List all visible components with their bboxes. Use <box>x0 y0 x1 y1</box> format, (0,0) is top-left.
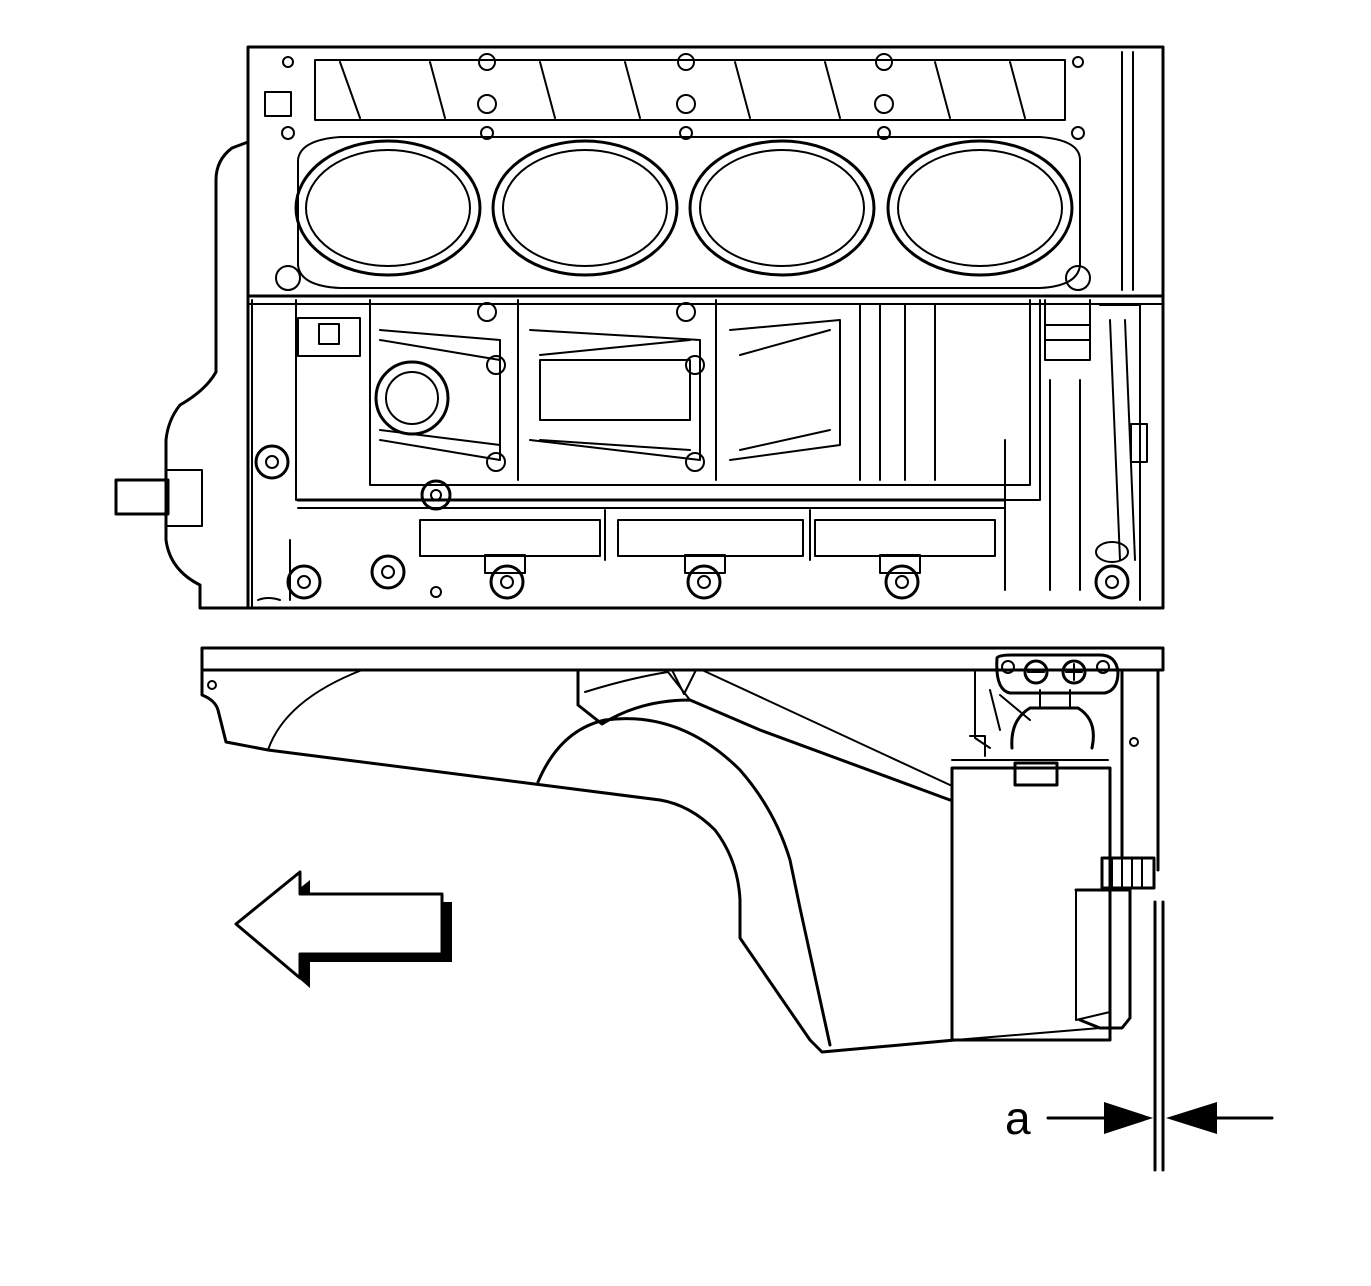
pan-rear-wall <box>1122 670 1158 870</box>
pan-rib <box>578 670 950 800</box>
sensor-boss <box>1012 708 1094 748</box>
oil-drain-plug <box>1015 763 1057 785</box>
block-rear-detail <box>1005 300 1147 600</box>
engine-block <box>116 47 1163 608</box>
left-arrow-icon <box>236 872 452 988</box>
crankcase-frame <box>296 300 1040 500</box>
block-right-flange <box>1122 52 1133 290</box>
rear-nut <box>1102 858 1154 888</box>
crankcase-bulkheads <box>380 300 935 480</box>
bracket-bolt-1 <box>1025 661 1047 683</box>
main-bearing-caps <box>420 510 995 573</box>
sump-ramp <box>538 719 830 1045</box>
oil-pan-flange <box>202 648 1163 670</box>
rear-sump <box>952 768 1110 1040</box>
pan-front-arc <box>268 670 362 750</box>
cylinder-bore-3 <box>690 141 874 275</box>
cylinder-bore-1 <box>296 141 480 275</box>
crankcase-tab <box>298 318 360 356</box>
cylinder-bore-4 <box>888 141 1072 275</box>
deck-rail <box>315 60 1065 120</box>
callout-label-a: a <box>1005 1092 1031 1144</box>
crankshaft-snout <box>116 480 168 514</box>
arrowhead-icon <box>1104 1102 1153 1134</box>
arrowhead-icon <box>1166 1102 1217 1134</box>
oil-pan <box>202 648 1163 1052</box>
front-cover-outline <box>166 142 248 608</box>
pan-rear-tab <box>1076 890 1130 1028</box>
deck-tab <box>265 92 291 116</box>
block-outline <box>248 47 1163 608</box>
pan-rail-bolts <box>256 446 1128 598</box>
deck-ribs <box>340 62 1025 118</box>
pan-bracket <box>997 655 1118 693</box>
deck-bolts <box>276 54 1090 290</box>
head-gasket-outline <box>298 137 1080 288</box>
block-left-detail <box>252 300 290 608</box>
cylinder-bores <box>296 141 1072 275</box>
oil-pan-body <box>202 670 955 1052</box>
cylinder-bore-2 <box>493 141 677 275</box>
bracket-bolt-2 <box>1063 661 1085 683</box>
crankshaft-hub <box>166 470 202 526</box>
dimension-a: a <box>1005 902 1272 1170</box>
